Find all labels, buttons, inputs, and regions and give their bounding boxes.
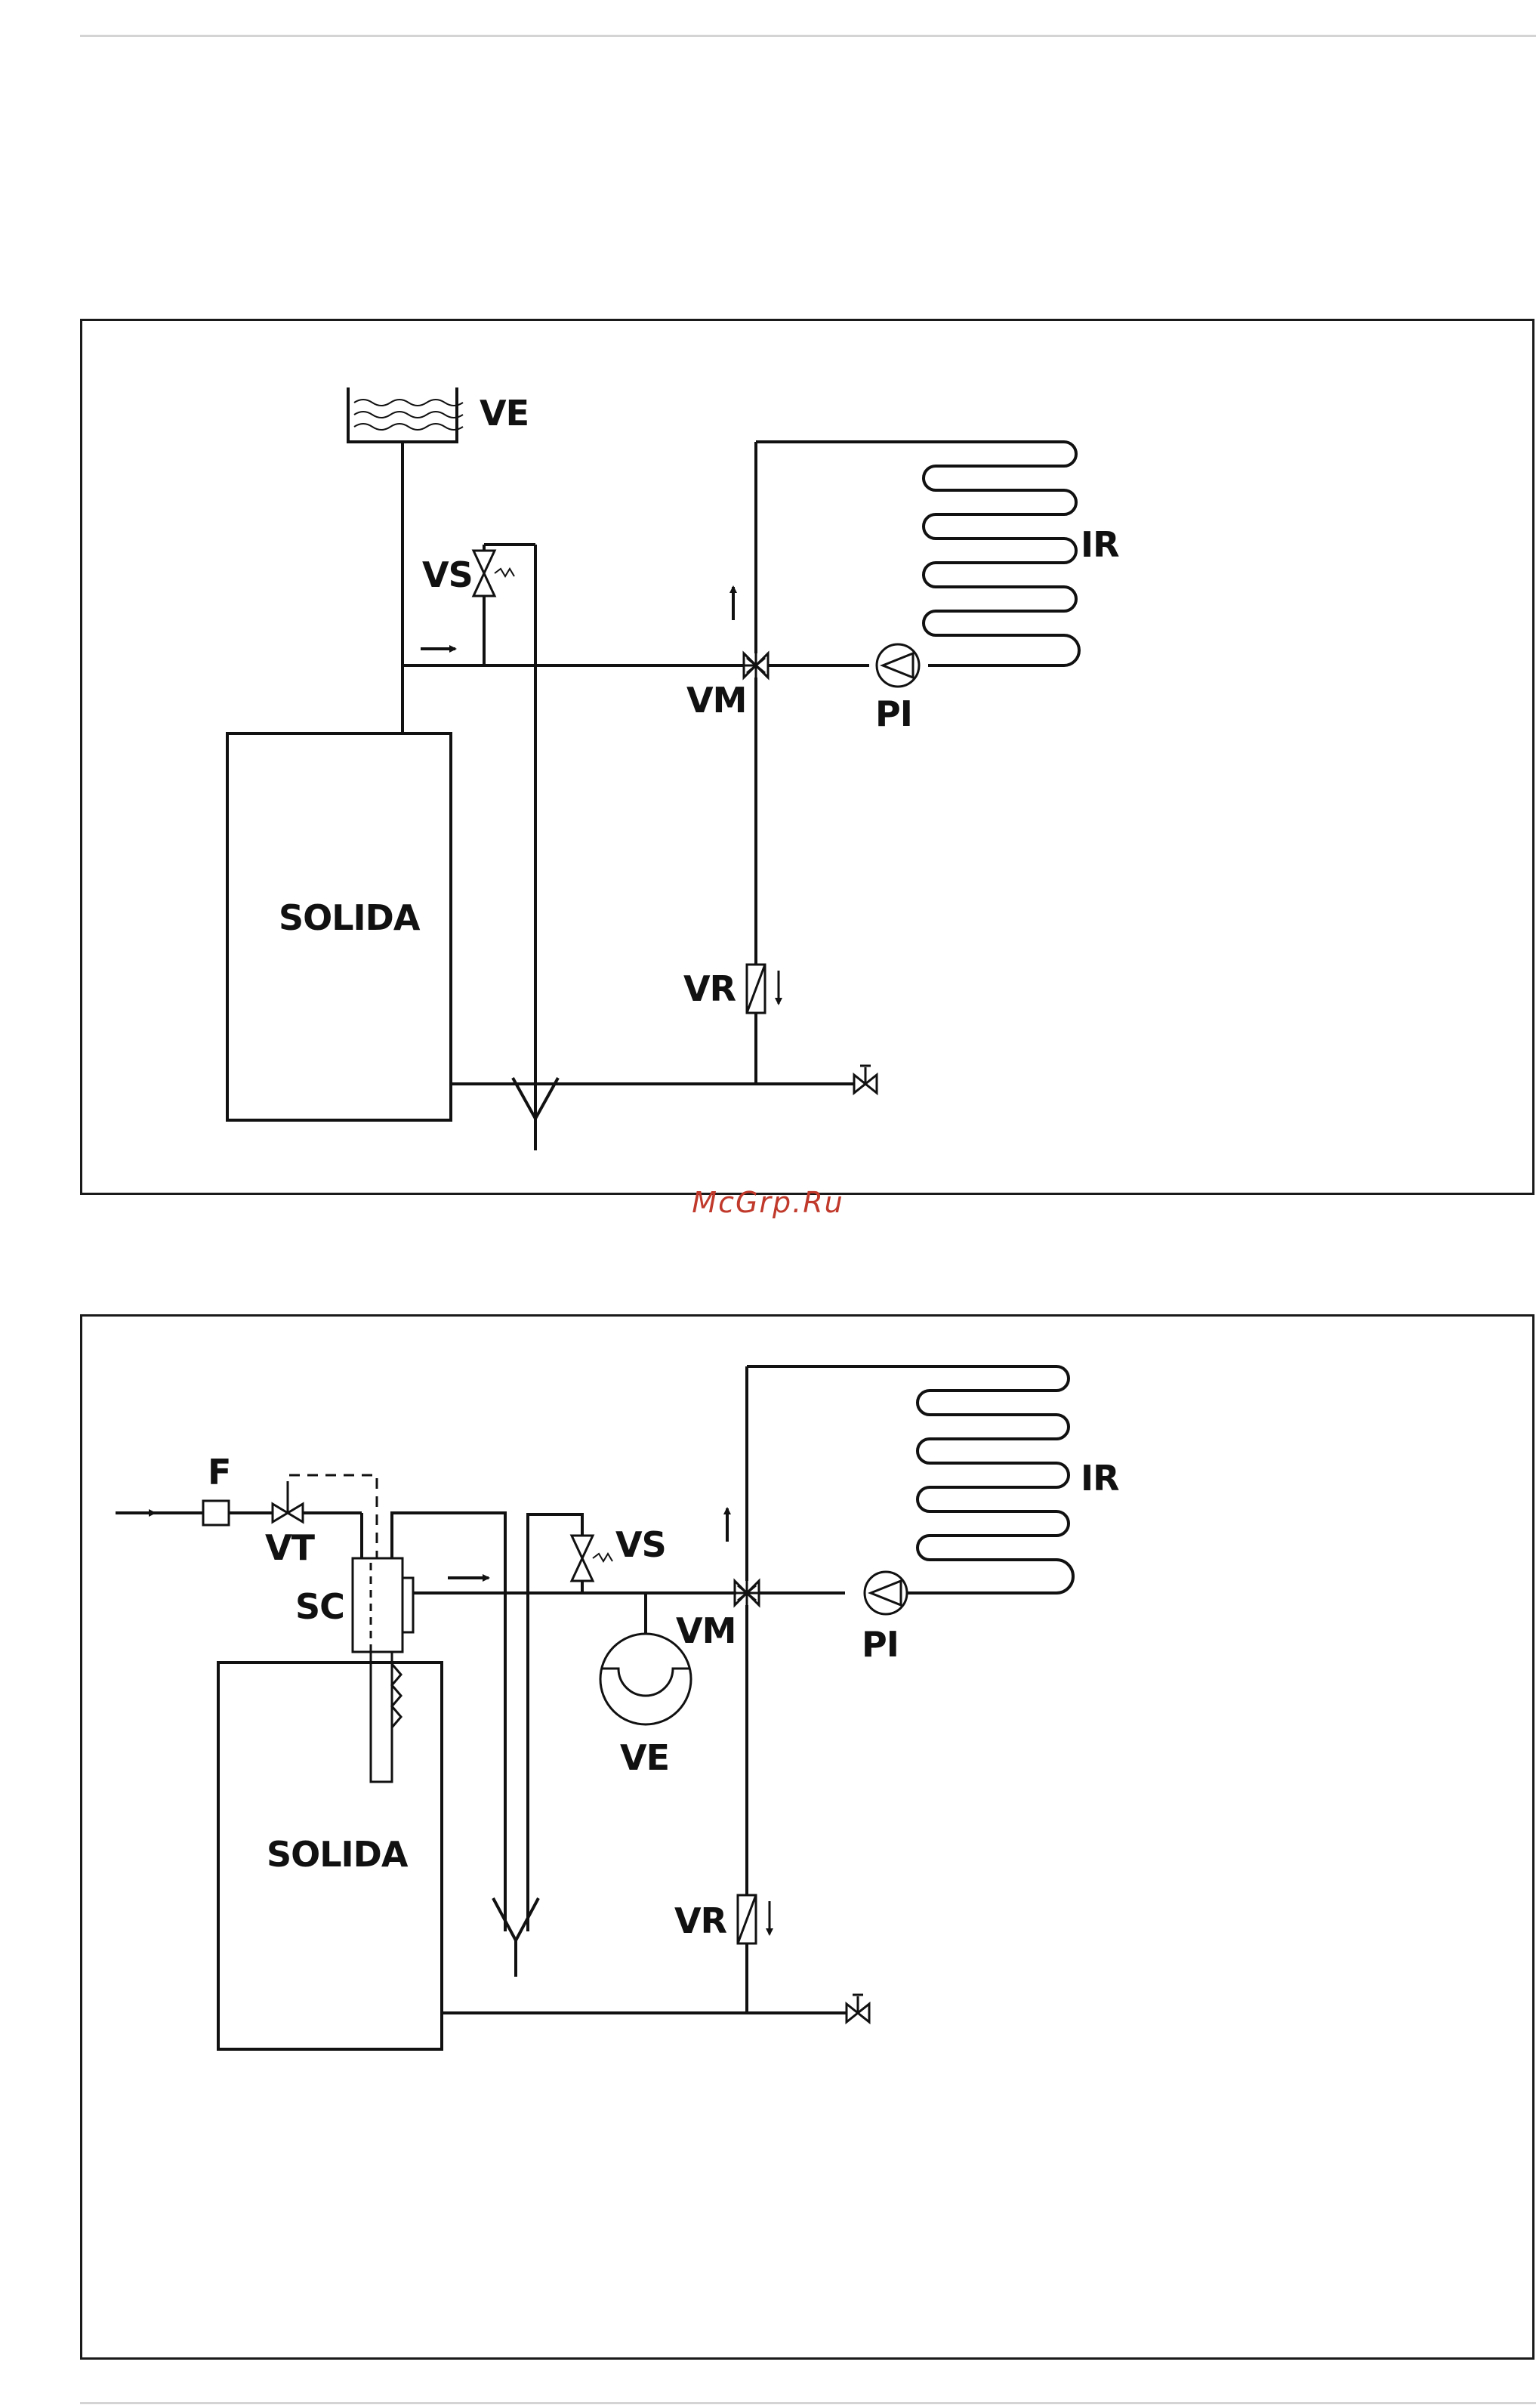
label-ir: IR [1081, 1458, 1119, 1499]
label-vs: VS [422, 554, 473, 595]
bottom-rule [80, 2402, 1536, 2404]
label-vs: VS [615, 1524, 666, 1565]
label-pi: PI [875, 693, 912, 734]
check-valve-vr-icon [747, 965, 779, 1013]
label-ve: VE [620, 1737, 669, 1778]
label-vm: VM [676, 1610, 736, 1651]
diagram-1-svg: VE VS VM PI IR VR SOLIDA [82, 321, 1536, 1197]
pump-pi-icon [865, 1572, 907, 1614]
label-ve: VE [480, 393, 529, 434]
safety-exchanger-sc-icon [353, 1558, 413, 1782]
diagram-2-svg: F VT SC VS VM PI IR VE VR SOLIDA [82, 1317, 1536, 2362]
floor-coil-ir-icon [747, 1366, 1073, 1593]
mixing-valve-vm-icon [735, 1581, 759, 1605]
label-ir: IR [1081, 524, 1119, 565]
label-f: F [208, 1452, 230, 1493]
label-boiler: SOLIDA [279, 897, 421, 938]
label-vr: VR [683, 968, 736, 1009]
filter-f-icon [203, 1501, 229, 1525]
drain-tap-icon [847, 1995, 869, 2022]
pump-pi-icon [877, 644, 919, 687]
label-boiler: SOLIDA [267, 1834, 409, 1875]
top-rule [80, 35, 1536, 37]
label-sc: SC [295, 1586, 344, 1627]
safety-valve-vs-icon [572, 1536, 612, 1581]
label-vt: VT [265, 1527, 316, 1568]
label-vr: VR [674, 1900, 727, 1941]
mixing-valve-vm-icon [744, 653, 768, 678]
thermostatic-valve-vt-icon [273, 1492, 303, 1522]
floor-coil-ir-icon [756, 442, 1079, 665]
label-pi: PI [862, 1624, 899, 1665]
diagram-1-panel: VE VS VM PI IR VR SOLIDA [80, 319, 1534, 1195]
label-vm: VM [686, 680, 746, 721]
watermark: McGrp.Ru [0, 1186, 1536, 1219]
check-valve-vr-icon [738, 1895, 770, 1943]
safety-valve-vs-icon [473, 551, 514, 596]
drain-funnel-icon [493, 1898, 538, 1977]
expansion-tank-ve-icon [348, 387, 463, 442]
diagram-2-panel: F VT SC VS VM PI IR VE VR SOLIDA [80, 1314, 1534, 2360]
drain-tap-icon [854, 1066, 877, 1093]
